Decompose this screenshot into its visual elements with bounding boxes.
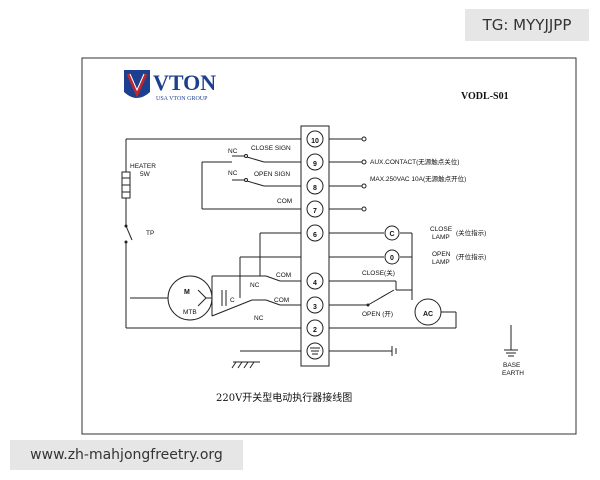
open-lamp: 0 OPEN LAMP (开位指示) bbox=[329, 249, 486, 266]
limit-switches: NC COM NC COM bbox=[250, 272, 301, 322]
ground-line bbox=[231, 346, 397, 369]
mtb-label: MTB bbox=[183, 309, 197, 316]
terminal-9: 9 bbox=[306, 153, 324, 171]
svg-text:0: 0 bbox=[390, 255, 394, 262]
signal-switches: NC CLOSE SIGN NC OPEN SIGN COM bbox=[201, 145, 301, 210]
tp-label: TP bbox=[146, 230, 154, 237]
terminal-2: 2 bbox=[306, 319, 324, 337]
nc-motor-2: NC bbox=[254, 315, 264, 322]
terminal-8: 8 bbox=[306, 177, 324, 195]
svg-text:6: 6 bbox=[313, 232, 317, 239]
diagram-caption: 220V开关型电动执行器接线图 bbox=[216, 391, 352, 404]
motor-icon: M MTB bbox=[130, 275, 253, 321]
terminal-7: 7 bbox=[306, 200, 324, 218]
svg-text:7: 7 bbox=[313, 208, 317, 215]
open-sign-label: OPEN SIGN bbox=[254, 171, 290, 178]
earth-icon: BASE EARTH bbox=[502, 325, 524, 377]
svg-text:2: 2 bbox=[313, 327, 317, 334]
ac-label: AC bbox=[423, 311, 433, 318]
terminal-6: 6 bbox=[306, 224, 324, 242]
svg-text:9: 9 bbox=[313, 161, 317, 168]
motor-label: M bbox=[184, 289, 190, 296]
max-rating-label: MAX.250VAC 10A(无源触点开位) bbox=[370, 174, 466, 183]
base-label: BASE bbox=[503, 362, 521, 369]
logo-brand: VTON bbox=[153, 70, 216, 95]
svg-text:(开位指示): (开位指示) bbox=[456, 252, 486, 261]
svg-text:OPEN: OPEN bbox=[432, 251, 451, 258]
terminal-4: 4 bbox=[306, 272, 324, 290]
logo-sub: USA VTON GROUP bbox=[156, 96, 208, 102]
thermal-switch-icon bbox=[125, 225, 133, 241]
watermark-url: www.zh-mahjongfreetry.org bbox=[10, 440, 243, 470]
capacitor-icon: C bbox=[221, 290, 235, 306]
model-number: VODL-S01 bbox=[461, 91, 509, 102]
heater-circuit: HEATER 5W TP bbox=[121, 138, 301, 329]
svg-text:4: 4 bbox=[313, 280, 317, 287]
watermark-tag: TG: MYYJJPP bbox=[465, 9, 589, 41]
terminal-ground bbox=[306, 342, 324, 360]
earth-label: EARTH bbox=[502, 370, 524, 377]
close-sign-label: CLOSE SIGN bbox=[251, 145, 291, 152]
nc-motor-1: NC bbox=[250, 282, 260, 289]
ac-circuit: CLOSE(关) OPEN (开) AC bbox=[329, 233, 457, 329]
com-motor-1: COM bbox=[276, 272, 291, 279]
svg-text:10: 10 bbox=[311, 138, 319, 145]
svg-text:LAMP: LAMP bbox=[432, 234, 450, 241]
svg-text:LAMP: LAMP bbox=[432, 259, 450, 266]
nc-open: NC bbox=[228, 170, 238, 177]
com-signal: COM bbox=[277, 198, 292, 205]
cap-label: C bbox=[230, 297, 235, 304]
aux-contact-label: AUX.CONTACT(无源触点关位) bbox=[370, 157, 459, 166]
nc-close: NC bbox=[228, 148, 238, 155]
svg-text:8: 8 bbox=[313, 185, 317, 192]
svg-text:C: C bbox=[389, 231, 394, 238]
open-switch-label: OPEN (开) bbox=[362, 310, 393, 318]
vton-logo: VTON USA VTON GROUP bbox=[124, 70, 216, 102]
com-motor-2: COM bbox=[274, 297, 289, 304]
svg-text:(关位指示): (关位指示) bbox=[456, 228, 486, 237]
svg-text:3: 3 bbox=[313, 304, 317, 311]
terminal-10: 10 bbox=[306, 130, 324, 148]
close-switch-label: CLOSE(关) bbox=[362, 268, 395, 277]
heater-watts: 5W bbox=[140, 171, 151, 178]
heater-label: HEATER bbox=[130, 163, 156, 170]
terminal-3: 3 bbox=[306, 296, 324, 314]
close-lamp: C CLOSE LAMP (关位指示) bbox=[329, 225, 486, 241]
svg-text:CLOSE: CLOSE bbox=[430, 226, 453, 233]
